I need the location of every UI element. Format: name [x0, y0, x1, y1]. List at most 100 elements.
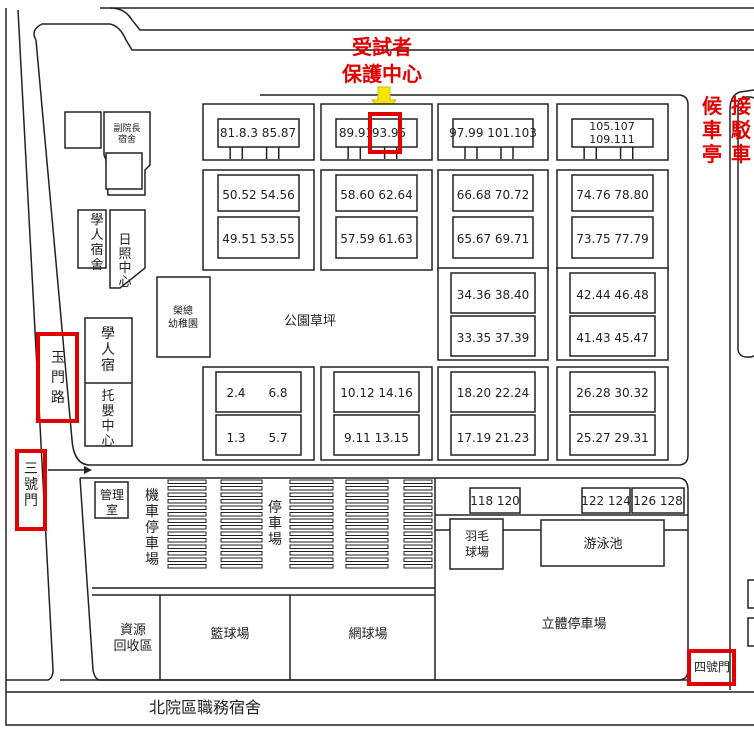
- badminton-label-2: 球場: [465, 545, 489, 559]
- parking-stall: [220, 531, 263, 536]
- parking-stall: [289, 518, 334, 523]
- gate3-label: 號: [24, 477, 38, 493]
- apartment-building: [452, 216, 534, 259]
- apartment-building: [569, 414, 656, 456]
- apartment-building: [450, 272, 536, 314]
- building-number: 49.51 53.55: [222, 232, 295, 246]
- apartment-building: [215, 371, 302, 413]
- parking-stall: [289, 492, 334, 497]
- parking-stall: [167, 538, 207, 543]
- building-number: 2.4: [226, 386, 245, 400]
- scholar-dorm-label: 學: [90, 213, 103, 228]
- parking-stall: [289, 551, 334, 556]
- nursery-label: 中: [101, 419, 114, 434]
- parking-stall: [167, 479, 207, 484]
- highlight-protection-center: [368, 112, 402, 154]
- parking-stall: [220, 499, 263, 504]
- building-number: 10.12 14.16: [340, 386, 413, 400]
- parking-stall: [403, 518, 433, 523]
- apartment-building: [569, 371, 656, 413]
- nursery-label: 托: [101, 389, 114, 404]
- building-number: 25.27 29.31: [576, 431, 649, 445]
- building-number: 17.19 21.23: [457, 431, 530, 445]
- gate3-label: 門: [24, 493, 38, 509]
- parking-label: 場: [268, 532, 282, 548]
- parking-stall: [289, 557, 334, 562]
- parking-stall: [167, 486, 207, 491]
- yumen-road-label: 玉: [51, 350, 65, 366]
- north-dorm-label: 北院區職務宿舍: [149, 698, 261, 717]
- parking-stall: [167, 531, 207, 536]
- south-facilities: [94, 96, 754, 647]
- motorcycle-parking-label: 停: [145, 519, 159, 536]
- recycling-label-2: 回收區: [113, 639, 152, 654]
- parking-stall: [289, 525, 334, 530]
- parking-stall: [167, 544, 207, 549]
- apartment-building: [333, 371, 420, 413]
- scholar-dorm-2-label: 宿: [101, 357, 115, 374]
- parking-stall: [167, 512, 207, 517]
- apartment-building: [217, 174, 300, 212]
- kindergarten-label-2: 幼稚園: [168, 317, 198, 330]
- parking-stall: [167, 492, 207, 497]
- parking-stall: [403, 525, 433, 530]
- building-number: 66.68 70.72: [457, 188, 530, 202]
- highlight-gate3: [15, 449, 47, 531]
- scholar-dorm-label: 人: [90, 228, 103, 243]
- building-number: 6.8: [268, 386, 287, 400]
- parking-stall: [167, 525, 207, 530]
- highlight-yumen-road: [36, 332, 79, 423]
- parking-label: 車: [268, 515, 282, 532]
- apartment-building: [571, 174, 654, 212]
- parking-stall: [289, 512, 334, 517]
- scholar-dorm-label: 宿: [90, 242, 103, 258]
- parking-stall: [220, 557, 263, 562]
- parking-stall: [220, 518, 263, 523]
- apartment-building: [452, 118, 534, 148]
- parking-stall: [345, 499, 389, 504]
- apartment-building: [450, 371, 536, 413]
- parking-stall: [403, 551, 433, 556]
- day-care-label: 照: [118, 247, 131, 262]
- building-number: 109.111: [589, 133, 635, 146]
- parking-stall: [403, 538, 433, 543]
- parking-stall: [345, 544, 389, 549]
- apartment-building: [215, 414, 302, 456]
- apartment-building: [569, 315, 656, 357]
- parking-stall: [220, 512, 263, 517]
- badminton-label: 羽毛: [465, 529, 489, 543]
- building-number: 18.20 22.24: [457, 386, 530, 400]
- building-number: 9.11 13.15: [344, 431, 409, 445]
- gate4-label: 四號門: [694, 660, 730, 674]
- building-number: 105.107: [589, 120, 635, 133]
- motorcycle-parking-label: 車: [145, 503, 159, 520]
- parking-stall: [289, 479, 334, 484]
- parking-stall: [403, 557, 433, 562]
- building-number: 81.8.3 85.87: [220, 126, 296, 140]
- apartment-building: [571, 216, 654, 259]
- parking-stall: [167, 505, 207, 510]
- motorcycle-parking-label: 機: [145, 488, 159, 504]
- parking-stall: [220, 492, 263, 497]
- building-number: 89.91: [339, 126, 373, 140]
- building-number: 33.35 37.39: [457, 331, 530, 345]
- parking-stall: [345, 531, 389, 536]
- callout-line1: 受試者: [352, 35, 412, 59]
- day-care-label: 中: [118, 261, 131, 276]
- parking-stall: [403, 512, 433, 517]
- parking-label: 停: [268, 499, 282, 516]
- parking-stall: [220, 564, 263, 569]
- building-number: 34.36 38.40: [457, 288, 530, 302]
- vertical-labels: 學人宿舍日照中心學人宿托嬰中心玉門路三號門機車停車場停車場候車亭接駁車: [24, 94, 752, 568]
- shuttle-label: 接: [731, 94, 751, 118]
- parking-stall: [403, 486, 433, 491]
- apartment-building: [571, 118, 654, 148]
- scholar-dorm-label: 舍: [90, 258, 103, 273]
- parking-stall: [220, 479, 263, 484]
- left-buildings: [64, 111, 211, 447]
- parking-stall: [167, 499, 207, 504]
- building-number: 73.75 77.79: [576, 232, 649, 246]
- parking-stall: [220, 544, 263, 549]
- bus-stop-label: 亭: [702, 142, 722, 166]
